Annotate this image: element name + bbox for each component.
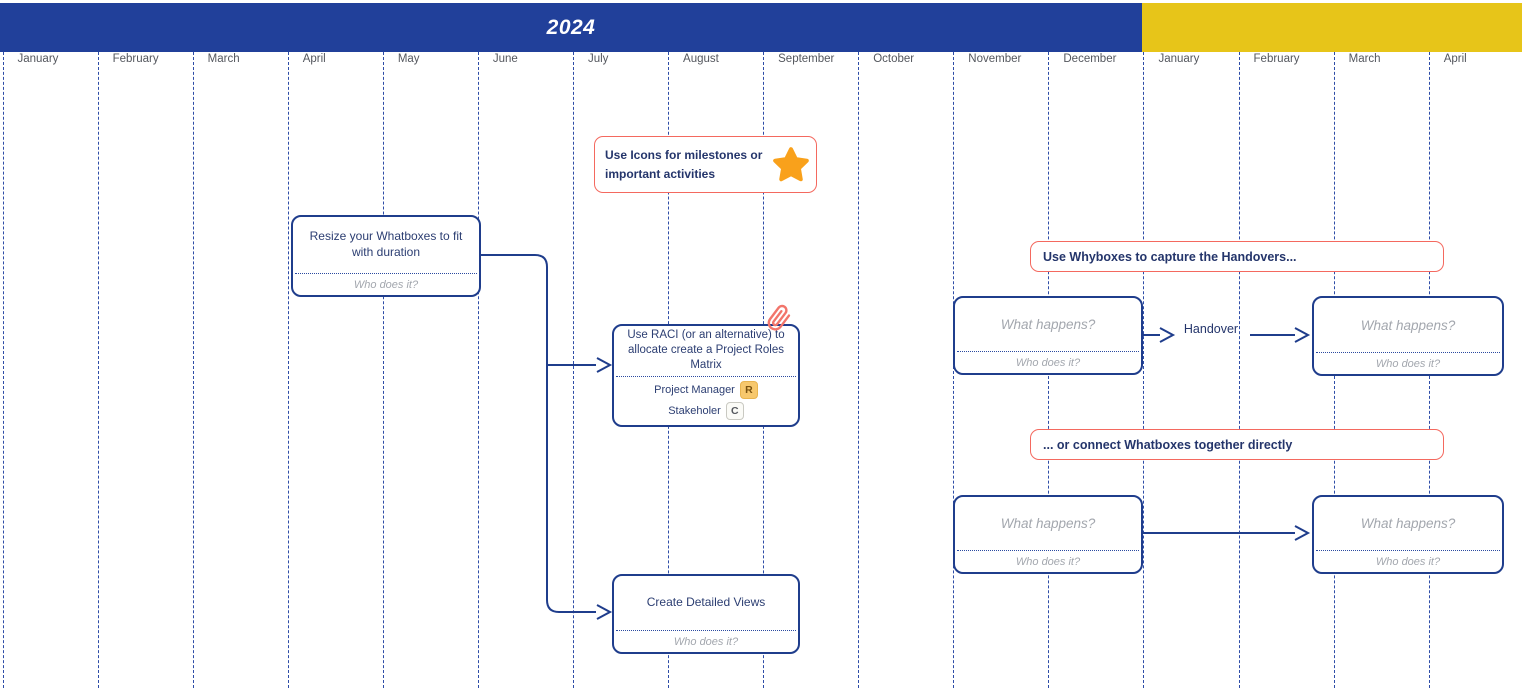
year-band-next xyxy=(1142,3,1522,52)
what-happens-field[interactable]: What happens? xyxy=(1000,516,1096,531)
month-gridline xyxy=(192,52,194,688)
who-does-it-field[interactable]: Who does it? xyxy=(673,635,739,648)
arrowhead-icon xyxy=(596,357,613,373)
role-name: Stakeholer xyxy=(668,404,721,417)
month-label-april-3: April xyxy=(302,53,326,65)
month-label-july-6: July xyxy=(587,53,609,65)
handover-connector-label[interactable]: Handover xyxy=(1183,322,1239,336)
month-gridline xyxy=(382,52,384,688)
taskbox-detailed-views[interactable]: Create Detailed Views Who does it? xyxy=(612,574,800,654)
note-use-icons[interactable]: Use Icons for milestones or important ac… xyxy=(594,136,817,193)
arrowhead-icon xyxy=(596,604,613,620)
month-label-september-8: September xyxy=(778,53,835,65)
what-happens-field[interactable]: What happens? xyxy=(1000,317,1096,332)
note-use-icons-text: Use Icons for milestones or important ac… xyxy=(605,147,763,181)
month-label-january-0: January xyxy=(17,53,59,65)
arrowhead-icon xyxy=(1294,525,1311,541)
connector-resize-trunk[interactable] xyxy=(481,254,596,613)
year-band-2024 xyxy=(0,3,1142,52)
month-gridline xyxy=(572,52,574,688)
taskbox-resize[interactable]: Resize your Whatboxes to fit with durati… xyxy=(291,215,481,297)
divider xyxy=(1316,352,1500,353)
raci-roles: Project Manager R Stakeholer C xyxy=(614,377,798,426)
what-happens-field[interactable]: What happens? xyxy=(1360,317,1456,333)
month-label-february-13: February xyxy=(1253,53,1300,65)
taskbox-resize-title: Resize your Whatboxes to fit with durati… xyxy=(309,229,463,259)
divider xyxy=(957,550,1139,551)
paperclip-icon[interactable] xyxy=(764,303,793,332)
month-gridline xyxy=(858,52,860,688)
divider xyxy=(295,273,477,274)
month-label-may-4: May xyxy=(397,53,420,65)
what-happens-field[interactable]: What happens? xyxy=(1360,516,1456,531)
month-label-march-14: March xyxy=(1348,53,1381,65)
note-whyboxes[interactable]: Use Whyboxes to capture the Handovers... xyxy=(1030,241,1444,272)
arrowhead-icon xyxy=(1294,327,1311,343)
who-does-it-field[interactable]: Who does it? xyxy=(1375,555,1441,568)
month-label-march-2: March xyxy=(207,53,240,65)
month-label-november-10: November xyxy=(968,53,1022,65)
month-gridline xyxy=(1143,52,1145,688)
year-label: 2024 xyxy=(546,15,596,39)
divider xyxy=(616,375,796,377)
role-row-stakeholer[interactable]: Stakeholer C xyxy=(614,401,798,420)
whatbox-handover-source[interactable]: What happens? Who does it? xyxy=(953,296,1143,375)
month-label-june-5: June xyxy=(492,53,518,65)
raci-badge-c[interactable]: C xyxy=(725,401,744,420)
arrowhead-icon xyxy=(1159,327,1176,343)
month-gridline xyxy=(477,52,479,688)
whatbox-direct-target[interactable]: What happens? Who does it? xyxy=(1312,495,1504,574)
who-does-it-field[interactable]: Who does it? xyxy=(1015,555,1081,568)
who-does-it-field[interactable]: Who does it? xyxy=(1015,356,1081,369)
note-connect-directly-text: ... or connect Whatboxes together direct… xyxy=(1043,437,1293,452)
month-gridline xyxy=(97,52,99,688)
month-label-february-1: February xyxy=(112,53,159,65)
taskbox-raci-title: Use RACI (or an alternative) to allocate… xyxy=(627,329,785,372)
month-label-august-7: August xyxy=(683,53,719,65)
month-label-april-15: April xyxy=(1443,53,1467,65)
divider xyxy=(957,351,1139,352)
who-does-it-field[interactable]: Who does it? xyxy=(1375,357,1441,370)
month-gridline xyxy=(2,52,4,688)
raci-badge-r[interactable]: R xyxy=(739,380,758,399)
whatbox-handover-target[interactable]: What happens? Who does it? xyxy=(1312,296,1504,376)
month-label-december-11: December xyxy=(1063,53,1117,65)
month-label-january-12: January xyxy=(1158,53,1200,65)
note-whyboxes-text: Use Whyboxes to capture the Handovers... xyxy=(1043,249,1297,264)
month-gridline xyxy=(287,52,289,688)
divider xyxy=(616,630,796,631)
taskbox-raci[interactable]: Use RACI (or an alternative) to allocate… xyxy=(612,324,800,427)
taskbox-detailed-title: Create Detailed Views xyxy=(646,595,766,610)
note-connect-directly[interactable]: ... or connect Whatboxes together direct… xyxy=(1030,429,1444,460)
role-name: Project Manager xyxy=(654,383,735,396)
divider xyxy=(1316,550,1500,551)
whatbox-direct-source[interactable]: What happens? Who does it? xyxy=(953,495,1143,574)
role-row-project-manager[interactable]: Project Manager R xyxy=(614,380,798,399)
month-label-october-9: October xyxy=(873,53,915,65)
month-gridline xyxy=(1238,52,1240,688)
star-icon[interactable] xyxy=(772,146,810,184)
who-does-it-field[interactable]: Who does it? xyxy=(353,278,419,291)
